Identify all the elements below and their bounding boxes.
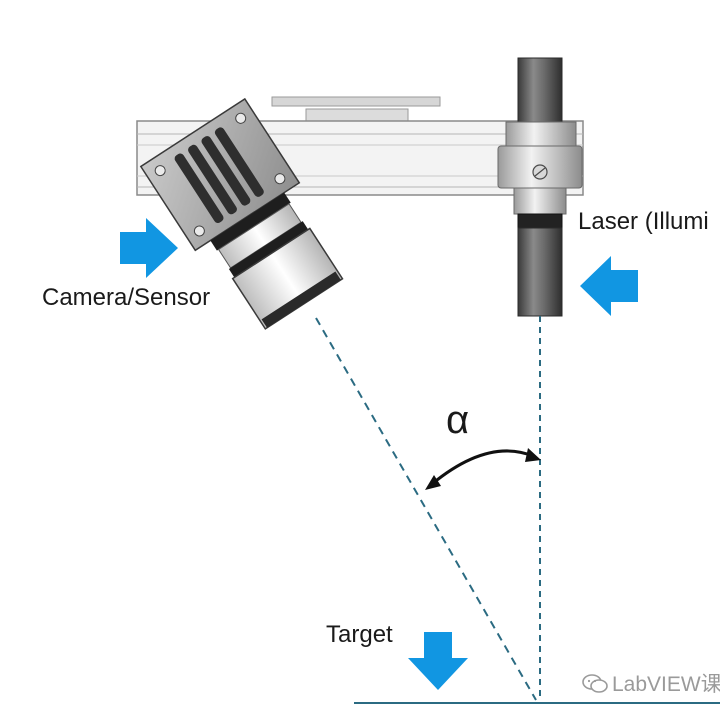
laser-illuminator [497,57,583,317]
wechat-icon [582,674,608,693]
target-label: Target [326,621,393,648]
angle-arc-icon [425,448,541,490]
down-arrow-icon [408,632,468,690]
right-arrow-icon [120,218,178,278]
camera-sensor [139,97,344,330]
camera-view-line [315,317,537,701]
camera-sensor-label: Camera/Sensor [42,284,211,311]
laser-label: Laser (Illumi [578,208,709,235]
watermark-text: LabVIEW课 [612,673,720,696]
watermark: LabVIEW课 [582,668,720,698]
angle-alpha-label: α [446,398,470,442]
left-arrow-icon [580,256,638,316]
